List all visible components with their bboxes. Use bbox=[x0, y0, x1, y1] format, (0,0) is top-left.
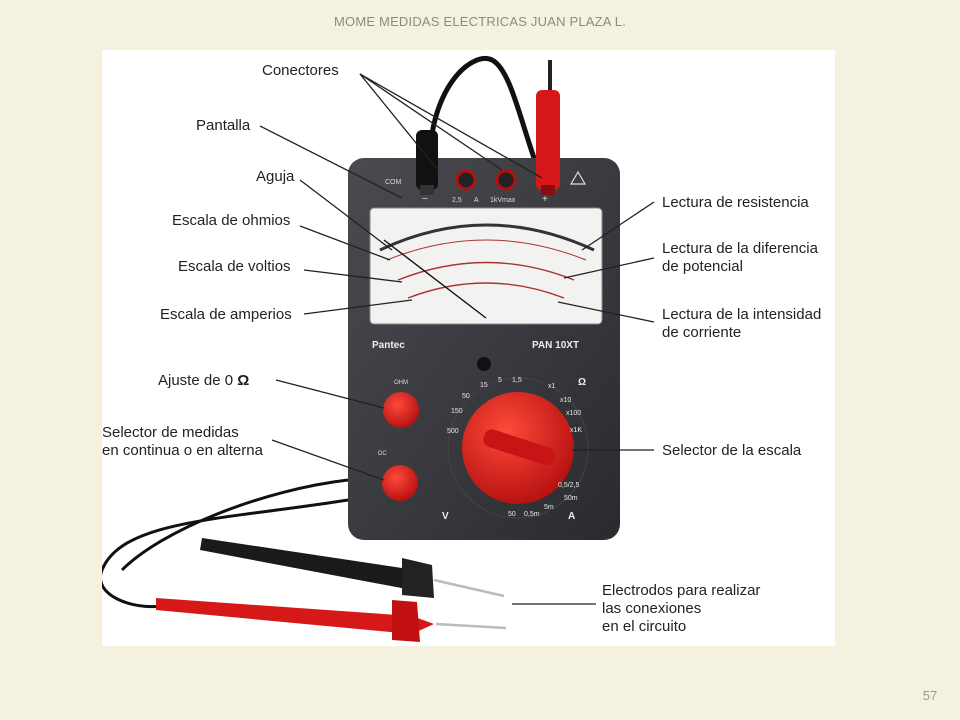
label-escala-voltios: Escala de voltios bbox=[178, 258, 291, 275]
dial-label: 0,5/2,5 bbox=[558, 482, 580, 489]
label-selector-medidas-line2: en continua o en alterna bbox=[102, 442, 263, 459]
ohm-scale-arc bbox=[379, 223, 595, 252]
ac-dc-selector-knob bbox=[382, 465, 418, 501]
black-probe bbox=[200, 538, 422, 590]
label-escala-ohmios: Escala de ohmios bbox=[172, 212, 291, 229]
callout-line bbox=[303, 269, 403, 283]
label-lectura-intensidad-line2: de corriente bbox=[662, 324, 742, 341]
dial-label: 50 bbox=[508, 511, 516, 518]
probe-cable-black bbox=[102, 498, 349, 609]
brand-text: Pantec bbox=[372, 340, 405, 351]
red-probe-tip bbox=[435, 622, 507, 630]
display-window bbox=[369, 207, 603, 325]
jack-socket-1 bbox=[455, 169, 477, 191]
amp-scale-arc bbox=[407, 282, 565, 299]
label-electrodos-line2: las conexiones bbox=[602, 600, 702, 617]
ohm-label-text: OHM bbox=[394, 380, 408, 386]
dial-label: 5m bbox=[544, 504, 554, 511]
callout-line bbox=[299, 225, 391, 261]
range-25-text: 2,5 bbox=[452, 197, 462, 204]
red-probe-guard bbox=[392, 600, 420, 642]
label-electrodos-line1: Electrodos para realizar bbox=[602, 582, 761, 599]
dial-label: x1K bbox=[570, 427, 582, 434]
dial-omega-text: Ω bbox=[578, 377, 586, 388]
com-text: COM bbox=[385, 179, 402, 186]
callout-line bbox=[275, 379, 385, 409]
dial-label: 50 bbox=[462, 393, 470, 400]
omega-icon: Ω bbox=[237, 372, 250, 389]
multimeter-figure: COM − 2,5 A 1kVmax + Pantec PAN 10XT OHM… bbox=[102, 50, 835, 646]
label-pantalla: Pantalla bbox=[196, 117, 251, 134]
label-lectura-potencial: Lectura de la diferencia de potencial bbox=[662, 240, 818, 276]
callout-line bbox=[359, 73, 543, 179]
dial-label: 50m bbox=[564, 495, 578, 502]
dc-label-text: DC bbox=[378, 451, 387, 457]
callout-line bbox=[359, 73, 439, 171]
range-1kv-text: 1kVmax bbox=[490, 197, 516, 204]
dial-label: 1,5 bbox=[512, 377, 522, 384]
callout-line bbox=[303, 299, 413, 315]
minus-text: − bbox=[422, 194, 428, 205]
warning-icon bbox=[569, 170, 587, 185]
label-electrodos-line3: en el circuito bbox=[602, 618, 687, 635]
needle bbox=[383, 239, 487, 319]
dial-label: 5 bbox=[498, 377, 502, 384]
jack-socket-2 bbox=[495, 169, 517, 191]
dial-label: 150 bbox=[451, 408, 463, 415]
dial-label: 0,5m bbox=[524, 511, 540, 518]
zero-adjust-hole bbox=[477, 357, 491, 371]
page-number: 57 bbox=[922, 688, 938, 703]
label-lectura-potencial-line1: Lectura de la diferencia bbox=[662, 240, 818, 257]
dial-label: 500 bbox=[447, 428, 459, 435]
label-conectores: Conectores bbox=[262, 62, 339, 79]
black-probe-guard bbox=[402, 558, 434, 598]
callout-line bbox=[581, 201, 655, 251]
label-selector-medidas: Selector de medidas en continua o en alt… bbox=[102, 424, 263, 460]
callout-line bbox=[359, 73, 503, 171]
dial-ring bbox=[447, 377, 589, 519]
page-header-title: MOME MEDIDAS ELECTRICAS JUAN PLAZA L. bbox=[333, 14, 627, 29]
dial-label: 15 bbox=[480, 382, 488, 389]
dial-label: x1 bbox=[548, 383, 556, 390]
a-label-text: A bbox=[568, 511, 575, 522]
range-a-text: A bbox=[474, 197, 479, 204]
red-probe bbox=[156, 598, 434, 634]
label-lectura-intensidad-line1: Lectura de la intensidad bbox=[662, 306, 822, 323]
v-label-text: V bbox=[442, 511, 449, 522]
callout-line bbox=[299, 179, 393, 251]
black-cable-top bbox=[426, 56, 545, 191]
label-selector-escala: Selector de la escala bbox=[662, 442, 802, 459]
dial-label: x10 bbox=[560, 397, 571, 404]
multimeter-illustration: COM − 2,5 A 1kVmax + Pantec PAN 10XT OHM… bbox=[102, 56, 655, 642]
label-lectura-intensidad: Lectura de la intensidad de corriente bbox=[662, 306, 821, 342]
callout-line bbox=[271, 439, 385, 481]
callout-lines bbox=[259, 73, 655, 605]
dial-label: x100 bbox=[566, 410, 581, 417]
probe-cable-red bbox=[120, 478, 349, 572]
volt-scale-arc bbox=[397, 261, 575, 281]
dial-labels: 500 150 50 15 5 1,5 x1 x10 x100 x1K 0,5/… bbox=[447, 377, 582, 518]
black-plug bbox=[416, 130, 438, 190]
callout-line bbox=[557, 301, 655, 323]
red-plug bbox=[536, 90, 560, 190]
label-escala-amperios: Escala de amperios bbox=[160, 306, 292, 323]
zero-adjust-knob bbox=[383, 392, 419, 428]
plus-text: + bbox=[542, 194, 548, 205]
model-text: PAN 10XT bbox=[532, 340, 579, 351]
label-lectura-potencial-line2: de potencial bbox=[662, 258, 743, 275]
label-selector-medidas-line1: Selector de medidas bbox=[102, 424, 239, 441]
black-probe-tip bbox=[433, 578, 505, 598]
label-ajuste-cero-text: Ajuste de 0 bbox=[158, 372, 234, 389]
callout-line bbox=[563, 257, 655, 279]
ohm-scale-arc-red bbox=[386, 239, 587, 261]
range-selector-grip bbox=[483, 429, 556, 466]
label-aguja: Aguja bbox=[256, 168, 295, 185]
label-ajuste-cero: Ajuste de 0 Ω bbox=[158, 372, 249, 390]
label-electrodos: Electrodos para realizar las conexiones … bbox=[602, 582, 760, 636]
label-lectura-resistencia: Lectura de resistencia bbox=[662, 194, 809, 211]
callout-line bbox=[259, 125, 403, 199]
